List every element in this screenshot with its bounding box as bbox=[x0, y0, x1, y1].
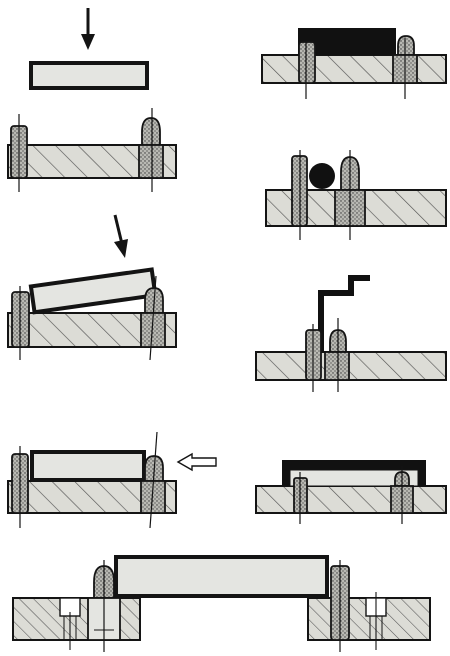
figure-black-block bbox=[261, 28, 447, 99]
workpiece-plate bbox=[30, 450, 146, 482]
hook-bracket bbox=[318, 275, 370, 352]
arrow-down-icon bbox=[81, 8, 95, 50]
workpiece-plate bbox=[114, 555, 329, 598]
fixed-pin bbox=[298, 40, 316, 99]
figure-insert-tilted bbox=[7, 214, 177, 361]
figure-hook-bracket bbox=[255, 275, 447, 392]
figure-two-plates-on-pins bbox=[12, 555, 431, 652]
base-plate bbox=[255, 351, 447, 381]
spring-pin bbox=[87, 560, 121, 652]
fixed-pin bbox=[11, 286, 30, 360]
spring-pin bbox=[140, 275, 166, 361]
arrow-down-icon bbox=[113, 214, 128, 258]
black-ball bbox=[309, 163, 335, 189]
spring-pin bbox=[334, 150, 366, 240]
fixed-pin bbox=[11, 446, 29, 528]
tilted-workpiece bbox=[28, 267, 158, 315]
figure-insert-vertical bbox=[7, 8, 177, 192]
spring-pin bbox=[324, 318, 350, 392]
spring-pin bbox=[138, 108, 164, 192]
spring-pin bbox=[140, 431, 166, 529]
spring-pin bbox=[390, 466, 414, 524]
black-channel bbox=[282, 460, 426, 487]
arrow-left-outline-icon bbox=[176, 452, 217, 472]
fixed-pin bbox=[305, 324, 322, 392]
fixed-pin bbox=[293, 472, 308, 524]
fixed-pin bbox=[291, 150, 308, 240]
fixed-pin bbox=[10, 114, 28, 192]
right-base-block bbox=[307, 592, 431, 650]
left-base-block bbox=[12, 597, 141, 650]
figure-pushed-against-pin bbox=[7, 431, 217, 529]
figure-ball-between-pins bbox=[265, 150, 447, 240]
fixed-pin bbox=[330, 560, 350, 652]
base-plate bbox=[261, 54, 447, 84]
base-plate bbox=[255, 485, 447, 514]
workpiece-plate bbox=[29, 61, 149, 90]
figure-channel bbox=[255, 460, 447, 524]
spring-pin bbox=[392, 35, 418, 99]
